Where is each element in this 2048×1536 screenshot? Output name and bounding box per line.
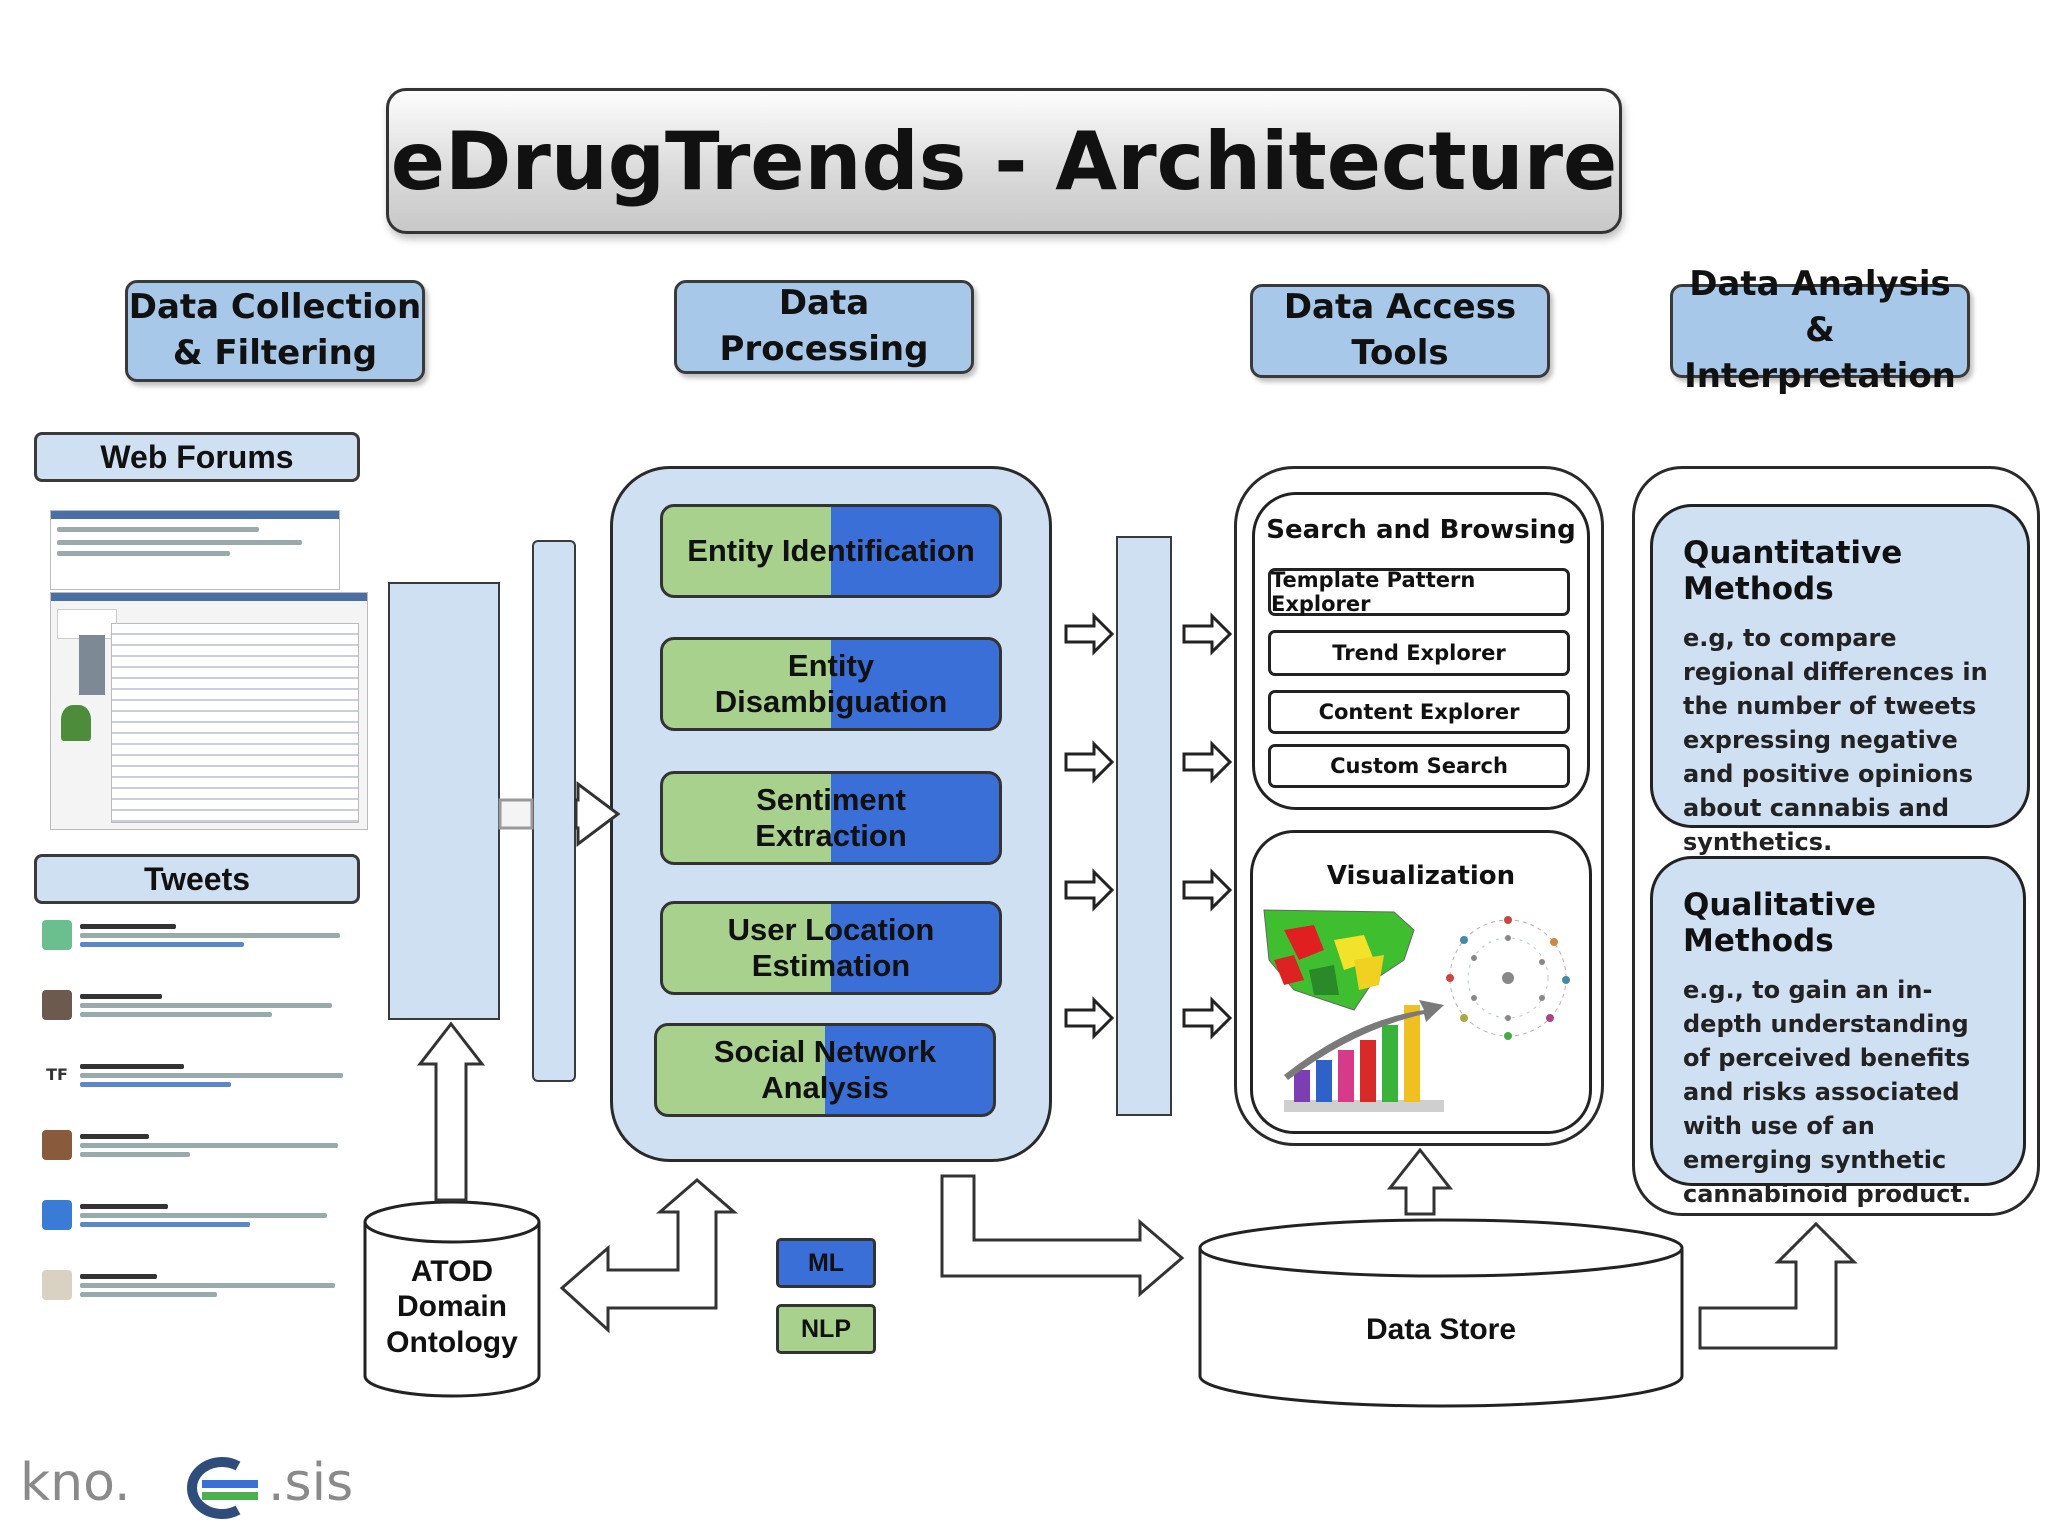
search-browsing-title: Search and Browsing <box>1266 515 1576 545</box>
custom-search-button[interactable]: Custom Search <box>1268 744 1570 788</box>
header-data-access-tools: Data Access Tools <box>1250 284 1550 378</box>
processing-output-bar <box>1116 536 1172 1116</box>
svg-text:.sis: .sis <box>268 1453 353 1513</box>
quantitative-methods-box: Quantitative Methods e.g, to compare reg… <box>1650 504 2030 856</box>
template-pattern-explorer-button[interactable]: Template Pattern Explorer <box>1268 568 1570 616</box>
knoesis-logo: kno. .sis <box>20 1450 420 1520</box>
search-browsing-panel: Search and Browsing <box>1252 492 1590 810</box>
legend-ml: ML <box>776 1238 876 1288</box>
data-store-label: Data Store <box>1365 1313 1517 1346</box>
visualization-title: Visualization <box>1326 861 1516 891</box>
content-explorer-button[interactable]: Content Explorer <box>1268 690 1570 734</box>
entity-identification-box: Entity Identification <box>660 504 1002 598</box>
header-data-processing: Data Processing <box>674 280 974 374</box>
data-store-cylinder <box>1198 1218 1684 1408</box>
knoesis-logo-mark: kno. .sis <box>20 1453 353 1519</box>
social-network-box: Social Network Analysis <box>654 1023 996 1117</box>
qualitative-methods-box: Qualitative Methods e.g., to gain an in-… <box>1650 856 2026 1208</box>
visualization-panel: Visualization <box>1250 830 1592 1134</box>
web-forums-label: Web Forums <box>34 432 360 482</box>
tweets-label: Tweets <box>34 854 360 904</box>
atod-ontology-label: ATOD Domain Ontology <box>386 1255 518 1359</box>
tweets-screenshot: TF <box>42 920 354 1320</box>
sentiment-extraction-box: Sentiment Extraction <box>660 771 1002 865</box>
qualitative-methods-text: e.g., to gain an in-depth understanding … <box>1683 976 1972 1209</box>
quantitative-methods-title: Quantitative Methods <box>1683 535 1903 607</box>
us-heatmap-icon <box>1263 909 1415 1011</box>
filter-bar <box>532 540 576 1082</box>
user-location-box: User Location Estimation <box>660 901 1002 995</box>
collection-buffer-bar <box>388 582 500 1020</box>
svg-text:kno.: kno. <box>20 1453 131 1513</box>
network-graph-icon <box>1446 916 1570 1040</box>
trend-explorer-button[interactable]: Trend Explorer <box>1268 630 1570 676</box>
quantitative-methods-text: e.g, to compare regional differences in … <box>1683 624 1988 857</box>
page-title: eDrugTrends - Architecture <box>386 88 1622 234</box>
atod-ontology-cylinder <box>363 1200 541 1398</box>
entity-disambiguation-box: Entity Disambiguation <box>660 637 1002 731</box>
header-data-analysis: Data Analysis & Interpretation <box>1670 264 1970 396</box>
bar-chart-icon <box>1284 1000 1444 1112</box>
header-data-collection: Data Collection & Filtering <box>125 280 425 382</box>
legend-nlp: NLP <box>776 1304 876 1354</box>
qualitative-methods-title: Qualitative Methods <box>1683 887 1877 959</box>
web-forum-screenshot <box>50 510 368 830</box>
visualization-images <box>1263 909 1570 1112</box>
